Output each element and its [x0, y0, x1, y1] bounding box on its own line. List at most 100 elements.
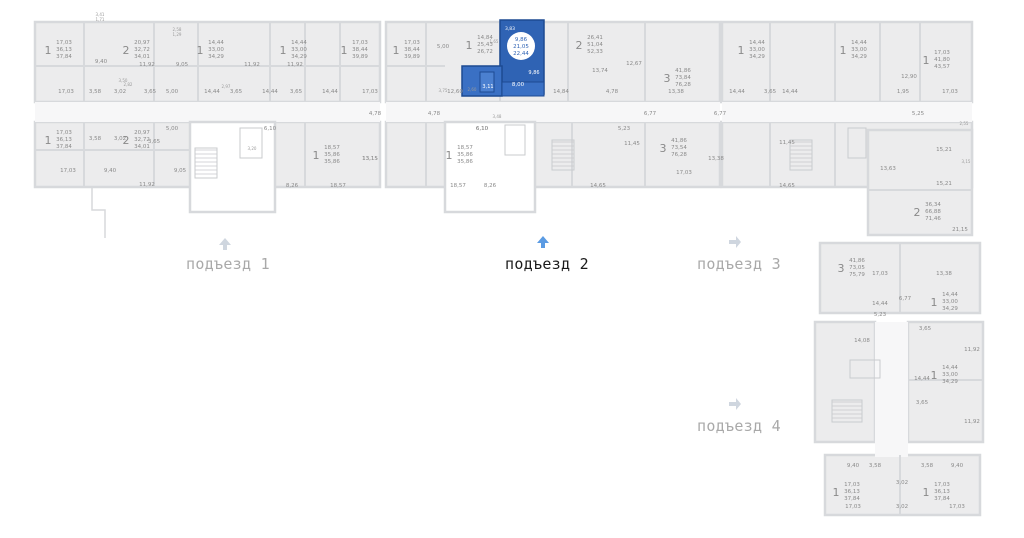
room-area-label: 9,40 [847, 463, 860, 469]
apartment-area-value: 33,00 [749, 47, 765, 53]
room-area-label: 9,40 [95, 59, 108, 65]
apartment-area-value: 34,01 [134, 144, 150, 150]
selected-room-area-2: 8,00 [512, 82, 525, 88]
entrance-2-arrow-icon[interactable] [536, 234, 550, 248]
room-area-label: 14,44 [204, 89, 220, 95]
apartment-area-value: 36,13 [934, 489, 950, 495]
apartment-area-value: 41,86 [671, 138, 687, 144]
room-area-label: 3,58 [869, 463, 882, 469]
entrance-3-label[interactable]: подъезд 3 [697, 255, 781, 273]
apartment-rooms-count: 2 [123, 134, 130, 147]
apartment-area-value: 75,79 [849, 272, 865, 278]
apartment-area-value: 34,29 [749, 54, 765, 60]
apartment-area-value: 33,00 [291, 47, 307, 53]
small-area-label: 2,58 [173, 27, 182, 32]
room-area-label: 14,44 [782, 89, 798, 95]
room-area-label: 5,23 [874, 312, 887, 318]
apartment-area-value: 26,72 [477, 49, 493, 55]
apartment-rooms-count: 1 [280, 44, 287, 57]
entrance-1-arrow-icon[interactable] [218, 236, 232, 250]
room-area-label: 14,44 [729, 89, 745, 95]
apartment-area-value: 18,57 [457, 145, 473, 151]
entrance-4-arrow-icon[interactable] [728, 396, 742, 410]
selected-living-area: 9,86 [515, 37, 528, 43]
selected-room-area-1: 9,86 [528, 70, 539, 76]
apartment-area-value: 36,34 [925, 202, 941, 208]
room-area-label: 14,08 [854, 338, 870, 344]
apartment-area-value: 35,86 [324, 159, 340, 165]
apartment-area-value: 34,29 [942, 379, 958, 385]
apartment-area-value: 34,29 [208, 54, 224, 60]
apartment-area-value: 37,84 [56, 144, 72, 150]
section-2 [384, 20, 722, 214]
room-area-label: 17,03 [949, 504, 965, 510]
apartment-area-value: 32,72 [134, 47, 150, 53]
apartment-rooms-count: 1 [313, 149, 320, 162]
apartment-rooms-count: 1 [931, 369, 938, 382]
room-area-label: 9,40 [951, 463, 964, 469]
small-area-label: 2,60 [468, 87, 477, 92]
entrance-3-arrow-icon[interactable] [728, 234, 742, 248]
apartment-area-value: 37,84 [844, 496, 860, 502]
selected-apartment[interactable]: 1 9,86 21,05 22,44 9,86 8,00 3,11 3,83 [461, 19, 545, 97]
apartment-rooms-count: 1 [197, 44, 204, 57]
apartment-area-value: 41,80 [934, 57, 950, 63]
room-area-label: 12,60 [447, 89, 463, 95]
room-area-label: 15,21 [936, 147, 952, 153]
room-area-label: 3,65 [290, 89, 303, 95]
room-area-label: 3,58 [89, 136, 102, 142]
entrance-4-label[interactable]: подъезд 4 [697, 417, 781, 435]
apartment-rooms-count: 1 [446, 149, 453, 162]
apartment-area-value: 33,00 [851, 47, 867, 53]
room-area-label: 3,65 [148, 139, 161, 145]
room-area-label: 3,02 [896, 480, 908, 486]
room-area-label: 11,92 [139, 62, 155, 68]
room-area-label: 6,10 [476, 126, 489, 132]
apartment-area-value: 37,84 [934, 496, 950, 502]
room-area-label: 4,78 [606, 89, 619, 95]
apartment-area-value: 43,57 [934, 64, 950, 70]
room-area-label: 18,57 [330, 183, 346, 189]
entrance-1-label[interactable]: подъезд 1 [186, 255, 270, 273]
apartment-area-value: 14,44 [942, 292, 958, 298]
apartment-rooms-count: 1 [931, 296, 938, 309]
room-area-label: 9,05 [176, 62, 189, 68]
entrance-2-label[interactable]: подъезд 2 [505, 255, 589, 273]
room-area-label: 17,03 [942, 89, 958, 95]
apartment-area-value: 34,29 [851, 54, 867, 60]
apartment-area-value: 17,03 [56, 40, 72, 46]
selected-area-with-balcony: 22,44 [513, 51, 529, 57]
apartment-rooms-count: 1 [466, 39, 473, 52]
apartment-rooms-count: 2 [123, 44, 130, 57]
apartment-area-value: 36,13 [56, 47, 72, 53]
room-area-label: 13,38 [708, 156, 724, 162]
room-area-label: 5,00 [166, 126, 179, 132]
apartment-area-value: 38,44 [404, 47, 420, 53]
room-area-label: 8,26 [286, 183, 299, 189]
apartment-area-value: 17,03 [934, 482, 950, 488]
